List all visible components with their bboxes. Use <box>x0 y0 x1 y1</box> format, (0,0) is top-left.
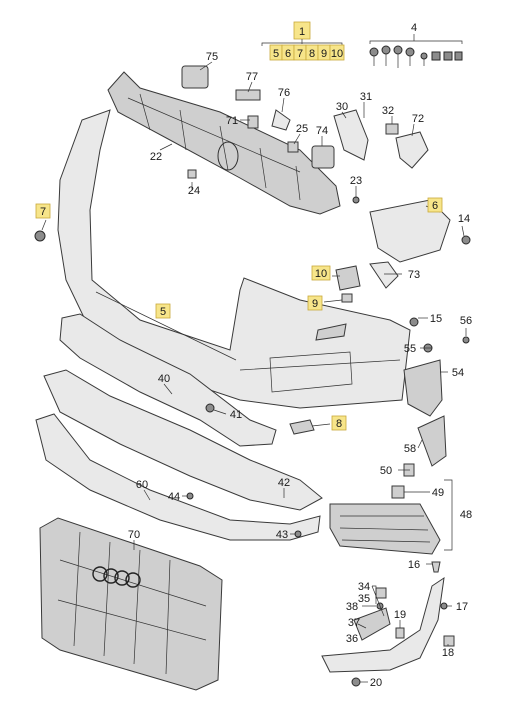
clip-71 <box>247 115 259 129</box>
kit-item-10: 10 <box>331 48 343 60</box>
nut-14 <box>461 235 471 245</box>
callout-25: 25 <box>296 123 308 135</box>
kit-item-6: 6 <box>285 48 291 60</box>
callout-43: 43 <box>276 529 288 541</box>
callout-6: 6 <box>432 200 438 212</box>
callout-30: 30 <box>336 101 348 113</box>
callout-37: 37 <box>348 617 360 629</box>
callout-38: 38 <box>346 601 358 613</box>
clip-25 <box>287 141 299 153</box>
kit-item-boxes: 5 6 7 8 9 10 <box>269 44 345 61</box>
callout-58: 58 <box>404 443 416 455</box>
cap-7 <box>34 230 46 242</box>
callout-19: 19 <box>394 609 406 621</box>
bracket-76 <box>271 109 291 131</box>
callout-54: 54 <box>452 367 464 379</box>
clip-16 <box>431 561 441 573</box>
audi-rings-icon <box>92 566 141 588</box>
kit-item-7: 7 <box>297 48 303 60</box>
callout-8: 8 <box>336 418 342 430</box>
sensor-74 <box>311 145 335 169</box>
callout-1: 1 <box>299 26 305 38</box>
lower-right-trim <box>321 576 445 673</box>
kit-header: 1 5 6 7 8 9 10 <box>261 21 345 61</box>
callout-23: 23 <box>350 175 362 187</box>
kit-item-5: 5 <box>273 48 279 60</box>
callout-49: 49 <box>432 487 444 499</box>
screw-20 <box>351 677 361 687</box>
callout-76: 76 <box>278 87 290 99</box>
clip-9 <box>341 293 353 303</box>
callout-32: 32 <box>382 105 394 117</box>
bumper-carrier <box>107 71 341 215</box>
callout-20: 20 <box>370 677 382 689</box>
callout-34: 34 <box>358 581 370 593</box>
grille <box>39 517 223 691</box>
clip-18 <box>443 635 455 647</box>
kit-item-8: 8 <box>309 48 315 60</box>
callout-35: 35 <box>358 593 370 605</box>
bumper-cover <box>57 109 411 409</box>
callout-41: 41 <box>230 409 242 421</box>
kit-bracket <box>261 42 343 46</box>
screws-icon <box>369 45 463 68</box>
callout-5: 5 <box>160 306 166 318</box>
callout-9: 9 <box>312 298 318 310</box>
callout-4: 4 <box>411 22 417 34</box>
callout-18: 18 <box>442 647 454 659</box>
callout-15: 15 <box>430 313 442 325</box>
leader-lines <box>41 61 467 683</box>
callout-40: 40 <box>158 373 170 385</box>
callout-55: 55 <box>404 343 416 355</box>
callout-10: 10 <box>315 268 327 280</box>
callout-75: 75 <box>206 51 218 63</box>
screw-set-4: 4 <box>369 22 463 68</box>
trim-77 <box>235 89 261 101</box>
bracket-72 <box>395 131 429 169</box>
clip-35 <box>375 587 387 599</box>
callout-72: 72 <box>412 113 424 125</box>
bracket-10 <box>335 265 361 291</box>
clip-15 <box>409 317 419 327</box>
bracket-73 <box>369 261 399 289</box>
screw-56 <box>462 336 470 344</box>
callout-16: 16 <box>408 559 420 571</box>
callout-77: 77 <box>246 71 258 83</box>
side-grille <box>329 503 441 555</box>
callout-50: 50 <box>380 465 392 477</box>
bracket-30 <box>333 109 369 161</box>
clip-49 <box>391 485 405 499</box>
callout-73: 73 <box>408 269 420 281</box>
callout-labels: 5 6 7 8 9 10 75 77 76 71 25 74 30 31 32 … <box>35 51 472 689</box>
callout-24: 24 <box>188 185 200 197</box>
callout-31: 31 <box>360 91 372 103</box>
kit-item-9: 9 <box>321 48 327 60</box>
callout-48: 48 <box>460 509 472 521</box>
callout-44: 44 <box>168 491 180 503</box>
callout-7: 7 <box>40 206 46 218</box>
sensor-module-75 <box>181 65 209 89</box>
small-parts <box>34 65 471 687</box>
callout-74: 74 <box>316 125 328 137</box>
cap-8 <box>289 419 315 435</box>
clip-32 <box>385 123 399 135</box>
callout-17: 17 <box>456 601 468 613</box>
callout-22: 22 <box>150 151 162 163</box>
callout-36: 36 <box>346 633 358 645</box>
clip-19 <box>395 627 405 639</box>
clip-24 <box>187 169 197 179</box>
callout-42: 42 <box>278 477 290 489</box>
callout-70: 70 <box>128 529 140 541</box>
callout-60: 60 <box>136 479 148 491</box>
callout-56: 56 <box>460 315 472 327</box>
callout-71: 71 <box>226 115 238 127</box>
screw-41 <box>205 403 215 413</box>
callout-14: 14 <box>458 213 470 225</box>
